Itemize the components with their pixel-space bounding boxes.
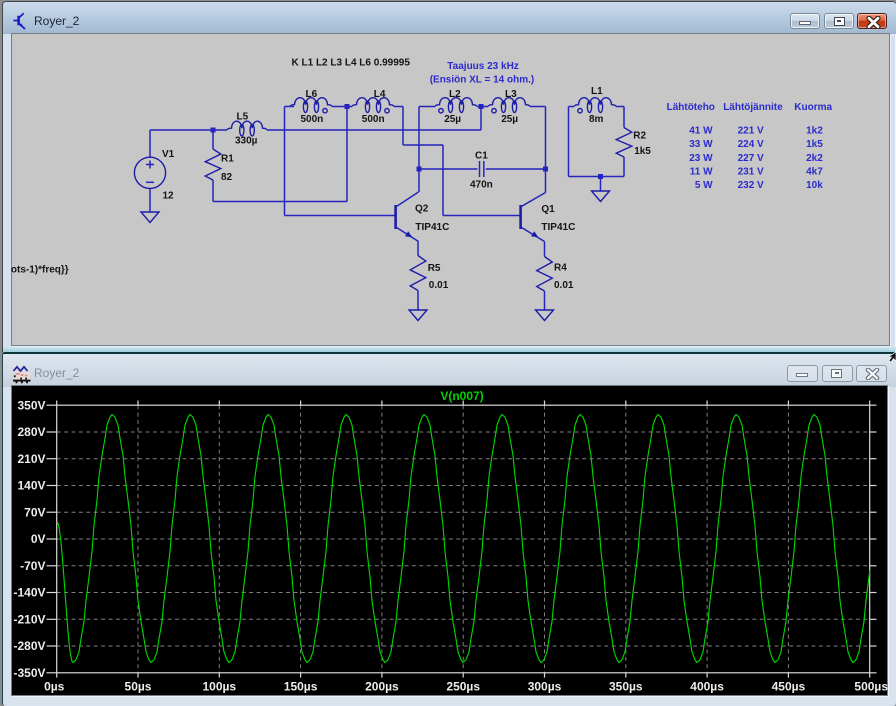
- svg-text:0V: 0V: [31, 532, 46, 546]
- svg-text:224 V: 224 V: [738, 139, 764, 150]
- svg-text:Lähtöteho: Lähtöteho: [667, 102, 715, 113]
- svg-text:10k: 10k: [806, 180, 823, 191]
- svg-text:L4: L4: [374, 89, 386, 100]
- svg-text:1k2: 1k2: [806, 126, 823, 137]
- svg-text:400µs: 400µs: [690, 680, 724, 694]
- svg-text:L1: L1: [591, 86, 603, 97]
- svg-text:300µs: 300µs: [528, 680, 562, 694]
- svg-text:4k7: 4k7: [806, 166, 823, 177]
- svg-text:Taajuus 23 kHz: Taajuus 23 kHz: [447, 61, 519, 72]
- svg-text:R4: R4: [554, 263, 567, 274]
- svg-text:V1: V1: [162, 149, 175, 160]
- svg-text:K L1 L2 L3 L4 L6 0.99995: K L1 L2 L3 L4 L6 0.99995: [292, 58, 411, 69]
- svg-text:2k2: 2k2: [806, 153, 823, 164]
- svg-text:227 V: 227 V: [738, 153, 764, 164]
- svg-text:70V: 70V: [24, 505, 45, 519]
- svg-text:-280V: -280V: [13, 639, 45, 653]
- svg-text:V(n007): V(n007): [440, 389, 483, 403]
- svg-text:12: 12: [163, 191, 175, 202]
- svg-text:50µs: 50µs: [125, 680, 152, 694]
- svg-text:200µs: 200µs: [365, 680, 399, 694]
- svg-text:23 W: 23 W: [689, 153, 713, 164]
- svg-text:500n: 500n: [301, 114, 324, 125]
- svg-text:221 V: 221 V: [738, 126, 764, 137]
- svg-text:470n: 470n: [470, 180, 493, 191]
- svg-text:ots-1)*freq}}: ots-1)*freq}}: [11, 265, 69, 276]
- svg-text:L5: L5: [237, 112, 249, 123]
- svg-text:1k5: 1k5: [634, 146, 651, 157]
- svg-text:210V: 210V: [17, 452, 45, 466]
- svg-text:(Ensiön XL = 14 ohm.): (Ensiön XL = 14 ohm.): [430, 74, 535, 85]
- svg-text:250µs: 250µs: [446, 680, 480, 694]
- svg-text:231 V: 231 V: [738, 166, 764, 177]
- svg-text:330µ: 330µ: [235, 136, 258, 147]
- svg-text:500µs: 500µs: [854, 680, 888, 694]
- svg-text:Q1: Q1: [541, 204, 555, 215]
- svg-text:R5: R5: [428, 263, 441, 274]
- svg-text:11 W: 11 W: [690, 166, 713, 177]
- svg-text:25µ: 25µ: [501, 114, 518, 125]
- svg-text:500n: 500n: [362, 114, 385, 125]
- svg-text:8m: 8m: [589, 114, 604, 125]
- svg-text:232 V: 232 V: [738, 180, 764, 191]
- svg-text:33 W: 33 W: [689, 139, 713, 150]
- svg-text:0µs: 0µs: [44, 680, 65, 694]
- svg-text:-210V: -210V: [13, 613, 45, 627]
- svg-text:TIP41C: TIP41C: [541, 222, 575, 233]
- svg-text:0.01: 0.01: [554, 280, 574, 291]
- svg-text:L6: L6: [306, 89, 318, 100]
- svg-text:5 W: 5 W: [695, 180, 713, 191]
- svg-text:Q2: Q2: [415, 204, 429, 215]
- svg-text:-140V: -140V: [13, 586, 45, 600]
- svg-text:Kuorma: Kuorma: [794, 102, 832, 113]
- svg-text:150µs: 150µs: [284, 680, 318, 694]
- svg-text:100µs: 100µs: [202, 680, 236, 694]
- svg-text:350V: 350V: [17, 398, 45, 412]
- svg-text:Lähtöjännite: Lähtöjännite: [723, 102, 783, 113]
- svg-text:41 W: 41 W: [689, 126, 713, 137]
- svg-text:TIP41C: TIP41C: [415, 222, 449, 233]
- svg-text:350µs: 350µs: [609, 680, 643, 694]
- svg-text:140V: 140V: [17, 479, 45, 493]
- svg-text:25µ: 25µ: [444, 114, 461, 125]
- svg-text:1k5: 1k5: [806, 139, 823, 150]
- svg-text:-350V: -350V: [13, 666, 45, 680]
- svg-text:-70V: -70V: [20, 559, 45, 573]
- svg-text:450µs: 450µs: [772, 680, 806, 694]
- svg-text:L3: L3: [505, 89, 517, 100]
- svg-text:82: 82: [221, 172, 233, 183]
- svg-text:0.01: 0.01: [429, 280, 449, 291]
- svg-text:280V: 280V: [17, 425, 45, 439]
- svg-text:R1: R1: [221, 154, 234, 165]
- svg-text:L2: L2: [449, 89, 461, 100]
- svg-text:R2: R2: [633, 131, 646, 142]
- svg-text:C1: C1: [475, 151, 488, 162]
